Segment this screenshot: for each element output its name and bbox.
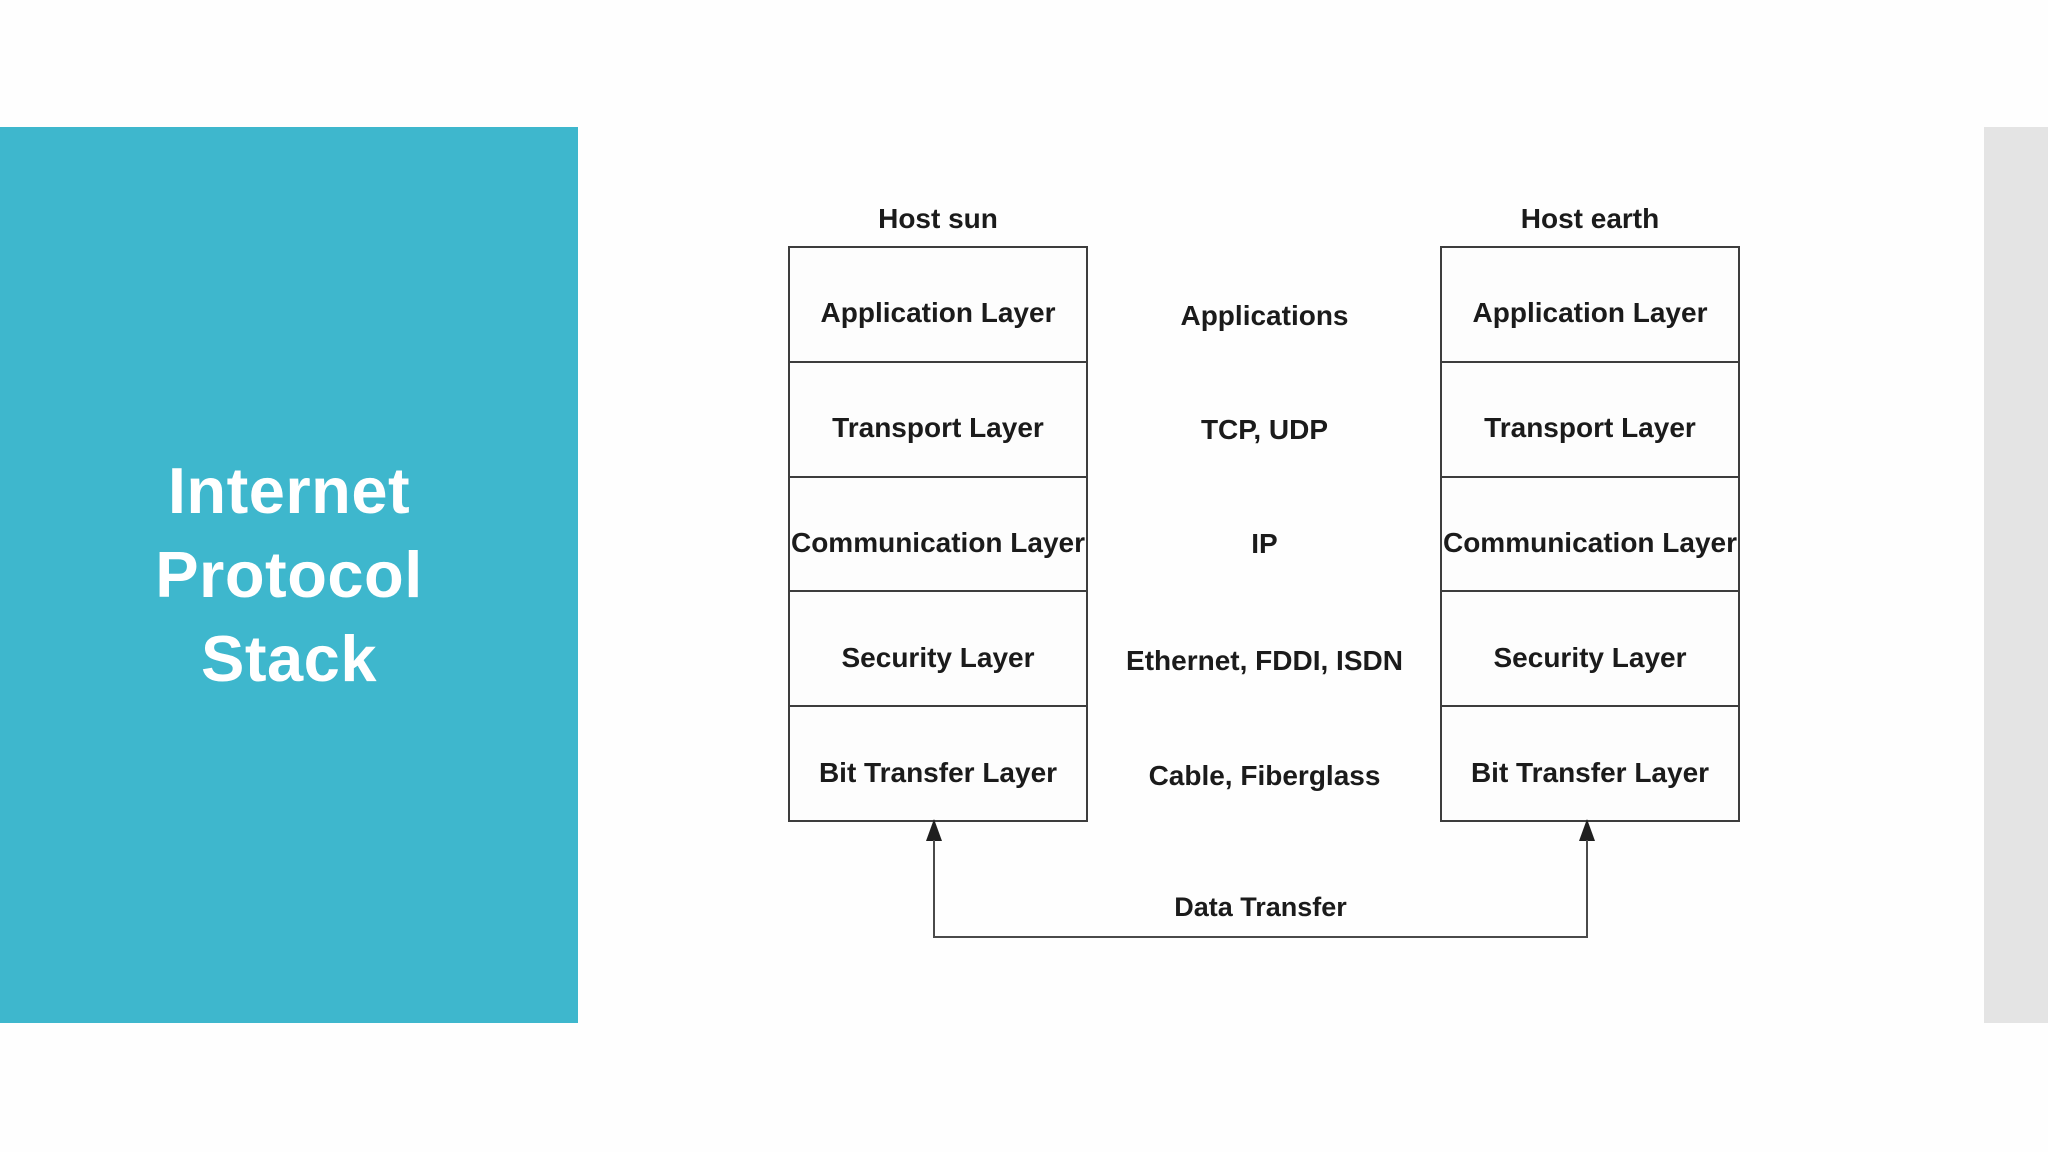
layer-label: Transport Layer: [832, 412, 1044, 444]
host-sun-label: Host sun: [878, 203, 998, 234]
arrow-line-left: [933, 840, 935, 937]
title-line-2: Protocol: [155, 538, 423, 611]
protocol-label-ethernet-fddi-isdn: Ethernet, FDDI, ISDN: [1126, 645, 1403, 676]
protocol-label-applications: Applications: [1180, 300, 1349, 331]
layer-label: Bit Transfer Layer: [1470, 756, 1710, 788]
arrow-line-right: [1586, 840, 1588, 937]
layer-row-security: Security Layer: [790, 590, 1086, 705]
layer-row-security: Security Layer: [1442, 590, 1738, 705]
title-panel: Internet Protocol Stack: [0, 127, 578, 1023]
layer-label: Security Layer: [1493, 641, 1687, 673]
right-accent-strip: [1984, 127, 2048, 1023]
protocol-label-tcp-udp: TCP, UDP: [1200, 414, 1329, 445]
layer-label: Application Layer: [1472, 297, 1708, 329]
layer-row-application: Application Layer: [790, 248, 1086, 361]
title-line-1: Internet: [167, 454, 411, 527]
host-earth-stack: Application Layer Transport Layer Commun…: [1440, 246, 1740, 822]
slide-title: Internet Protocol Stack: [155, 449, 423, 701]
layer-row-communication: Communication Layer: [1442, 475, 1738, 591]
host-sun-stack: Application Layer Transport Layer Commun…: [788, 246, 1088, 822]
layer-label: Bit Transfer Layer: [818, 756, 1058, 788]
layer-label: Application Layer: [820, 297, 1056, 329]
layer-row-transport: Transport Layer: [790, 360, 1086, 476]
arrow-line-bottom: [933, 936, 1588, 938]
up-arrowhead-icon: [1579, 819, 1595, 841]
layer-label: Communication Layer: [790, 526, 1086, 558]
title-line-3: Stack: [201, 622, 377, 695]
data-transfer-label: Data Transfer: [1174, 892, 1347, 922]
layer-label: Communication Layer: [1442, 526, 1738, 558]
layer-row-bit-transfer: Bit Transfer Layer: [1442, 705, 1738, 820]
layer-label: Transport Layer: [1484, 412, 1696, 444]
layer-row-bit-transfer: Bit Transfer Layer: [790, 705, 1086, 820]
layer-row-application: Application Layer: [1442, 248, 1738, 361]
layer-label: Security Layer: [841, 641, 1035, 673]
protocol-label-cable-fiberglass: Cable, Fiberglass: [1148, 760, 1381, 791]
layer-row-communication: Communication Layer: [790, 475, 1086, 591]
host-earth-label: Host earth: [1520, 203, 1660, 234]
protocol-label-ip: IP: [1251, 528, 1278, 559]
up-arrowhead-icon: [926, 819, 942, 841]
layer-row-transport: Transport Layer: [1442, 360, 1738, 476]
